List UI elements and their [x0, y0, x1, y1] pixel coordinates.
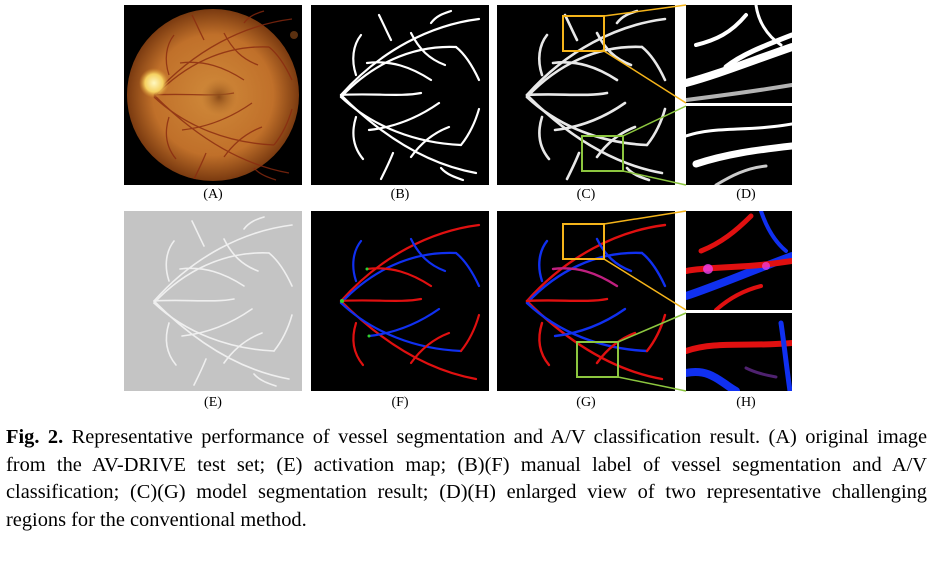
panel-c-model-segmentation [497, 5, 675, 185]
panel-d-label: (D) [736, 187, 756, 202]
panel-b-label: (B) [390, 187, 410, 202]
panel-a-label: (A) [203, 187, 223, 202]
zoom-connector-lines [603, 4, 687, 392]
panel-g-model-av-result [497, 211, 675, 391]
panel-g-highlight-box-top [562, 223, 605, 260]
caption-label: Fig. 2. [6, 426, 64, 448]
panel-a-fundus-image [124, 5, 302, 185]
panel-h-label: (H) [736, 395, 756, 410]
panel-g-label: (G) [576, 395, 596, 410]
panel-c-highlight-box-bottom [581, 135, 624, 172]
panel-g-highlight-box-bottom [576, 341, 619, 378]
panel-b-vessel-label [311, 5, 489, 185]
panel-h-zoom-top [686, 211, 792, 310]
panel-d-zoom-bottom [686, 106, 792, 185]
panel-f-label: (F) [391, 395, 409, 410]
panel-f-av-label [311, 211, 489, 391]
panel-d-zoom-top [686, 5, 792, 103]
panel-e-activation-map [124, 211, 302, 391]
panel-h-zoom-bottom [686, 313, 792, 391]
figure-caption: Fig. 2. Representative performance of ve… [6, 424, 927, 534]
caption-text: Representative performance of vessel seg… [6, 426, 927, 531]
panel-e-label: (E) [204, 395, 222, 410]
panel-c-label: (C) [576, 187, 596, 202]
panel-c-highlight-box-top [562, 15, 605, 52]
